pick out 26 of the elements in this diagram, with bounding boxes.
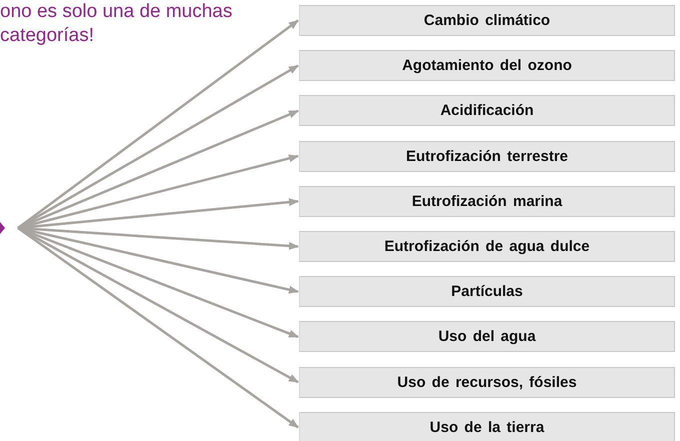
- category-box: [299, 186, 675, 217]
- category-box: [299, 5, 675, 36]
- category-label: Uso del agua: [438, 328, 536, 346]
- category-box: [299, 50, 675, 82]
- category-label: Eutrofización marina: [412, 192, 562, 210]
- category-box: [299, 366, 675, 398]
- arrow: [18, 110, 299, 230]
- arrow: [18, 226, 299, 338]
- category-box: [299, 95, 675, 126]
- arrow: [17, 226, 299, 428]
- category-label: Eutrofización de agua dulce: [384, 238, 590, 255]
- category-label: Uso de la tierra: [430, 418, 544, 436]
- category-label: Agotamiento del ozono: [402, 57, 572, 74]
- note-text: ono es solo una de muchas categorías!: [0, 0, 234, 48]
- category-box: [299, 276, 675, 308]
- category-label: Eutrofización terrestre: [406, 148, 568, 165]
- category-box: [299, 231, 675, 262]
- category-box: [299, 140, 675, 172]
- category-box: [299, 321, 675, 352]
- category-label: Cambio climático: [424, 12, 550, 29]
- category-label: Uso de recursos, fósiles: [397, 374, 577, 391]
- arrow: [17, 64, 299, 230]
- arrow: [17, 20, 299, 229]
- category-label: Acidificación: [440, 102, 534, 120]
- category-box: [299, 412, 675, 441]
- category-label: Partículas: [451, 283, 523, 300]
